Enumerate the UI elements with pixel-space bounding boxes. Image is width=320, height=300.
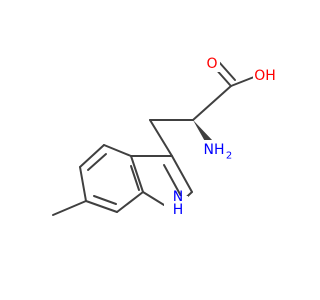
label-amine-subscript: 2 <box>226 151 232 162</box>
bond-c-o-double-b <box>218 61 236 81</box>
label-oxygen-carbonyl: O <box>206 56 217 72</box>
bond-c3a-c7a-inner <box>130 165 140 191</box>
bond-c7-c7a <box>116 191 144 213</box>
bond-c3a-c7a <box>130 155 144 193</box>
label-bg-oh <box>253 69 277 85</box>
stereo-wedge <box>193 120 213 145</box>
bond-ch2-c3 <box>149 119 173 157</box>
bond-c6-c7 <box>85 200 118 213</box>
label-indole-h: H <box>173 202 184 218</box>
bond-c-oh <box>230 76 255 87</box>
bond-calpha-ccarboxyl <box>192 85 232 121</box>
molecule-diagram: O OH NH 2 N H <box>52 56 277 226</box>
bond-c3a-c4 <box>103 144 132 157</box>
atom-labels: O OH NH 2 N H <box>164 56 277 226</box>
label-bg-nh2 <box>203 140 233 158</box>
label-bg-o <box>206 56 220 72</box>
bond-c6-methyl <box>52 200 87 216</box>
bond-c3-c2-inner <box>163 164 182 197</box>
bonds <box>52 61 255 216</box>
label-hydroxyl: OH <box>254 68 276 84</box>
bond-c3-c2 <box>171 155 193 193</box>
bond-n1-c7a <box>142 191 165 206</box>
label-indole-n: N <box>173 189 183 205</box>
structure-canvas: O OH NH 2 N H <box>52 56 277 226</box>
label-bg-indole-nh <box>164 196 188 226</box>
bond-c4-c5-inner <box>87 153 107 171</box>
bond-c6-c7-inner <box>93 195 117 205</box>
bond-c4-c5 <box>79 144 105 168</box>
bond-c5-c6 <box>79 166 87 202</box>
label-amine: NH <box>204 142 225 158</box>
